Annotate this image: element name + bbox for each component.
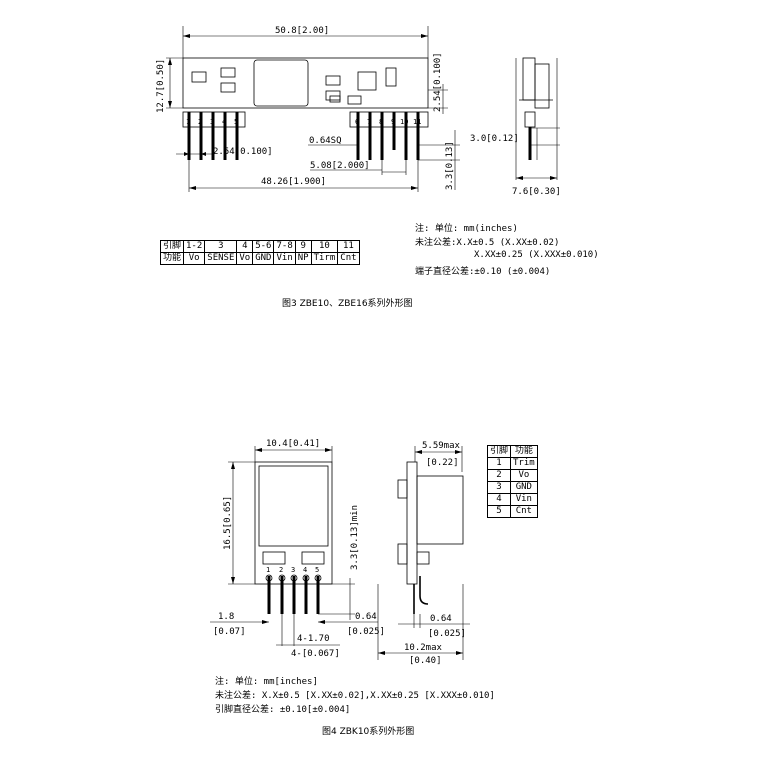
dim-pin-len: 3.3[0.13]min xyxy=(350,505,360,570)
dim-side-top: 3.0[0.12] xyxy=(470,134,519,144)
fig4-pin-1: 1 xyxy=(266,566,270,574)
table-cell: 引脚 xyxy=(159,240,185,253)
dim-pin-dia-inch: [0.025] xyxy=(347,627,385,637)
table-cell: Vin xyxy=(273,252,296,265)
fig4-pin-2: 2 xyxy=(279,566,283,574)
table-cell: 3 xyxy=(486,481,512,494)
pin-num-11: 11 xyxy=(413,118,421,126)
pin-num-6: 6 xyxy=(355,118,359,126)
fig3-note-3: X.XX±0.25 (X.XXX±0.010) xyxy=(474,250,599,260)
fig3-front-view: 50.8[2.00] 12.7[0.50] xyxy=(156,26,429,128)
fig3-note-1: 注: 单位: mm(inches) xyxy=(415,224,518,234)
fig3-note-2: 未注公差:X.X±0.5 (X.XX±0.02) xyxy=(415,238,560,248)
table-cell: Trim xyxy=(510,457,538,470)
fig3-side-view: 7.6[0.30] 3.0[0.12] xyxy=(470,57,561,197)
pin-num-4: 4 xyxy=(222,118,226,126)
dim-pin-dia: 0.64 xyxy=(355,612,377,622)
pin-num-10: 10 xyxy=(400,118,408,126)
fig4-pin-3: 3 xyxy=(291,566,295,574)
table-cell: 10 xyxy=(310,240,339,253)
table-cell: 4 xyxy=(486,493,512,506)
pin-num-1: 1 xyxy=(186,118,190,126)
dim-length: 50.8[2.00] xyxy=(275,26,329,36)
fig4-note-2: 未注公差: X.X±0.5 [X.XX±0.02],X.XX±0.25 [X.X… xyxy=(215,691,495,701)
table-cell: 1-2 xyxy=(183,240,206,253)
dim-side-max-inch: [0.22] xyxy=(426,458,459,468)
fig4-pin-4: 4 xyxy=(303,566,307,574)
table-cell: 5-6 xyxy=(252,240,275,253)
fig4-side-view: 5.59max [0.22] 0.64 [0.025] 10.2max [0.4… xyxy=(377,441,470,666)
table-cell: NP xyxy=(294,252,312,265)
fig4-pin-5: 5 xyxy=(315,566,319,574)
table-cell: 3 xyxy=(204,240,238,253)
table-cell: 7-8 xyxy=(273,240,296,253)
pin-num-3: 3 xyxy=(210,118,214,126)
fig3-pin-table: 引脚 1-2 3 4 5-6 7-8 9 10 11 功能 Vo SENSE V… xyxy=(159,240,360,265)
dim-left-in-inch: [0.07] xyxy=(213,627,246,637)
dim-side-pin: 0.64 xyxy=(430,614,452,624)
table-cell: Cnt xyxy=(510,505,538,518)
dim-height: 12.7[0.50] xyxy=(156,59,166,113)
table-cell: 功能 xyxy=(159,252,185,265)
dim-depth-inch: [0.40] xyxy=(409,656,442,666)
dim-span: 48.26[1.900] xyxy=(261,177,326,187)
table-cell: Vo xyxy=(510,469,538,482)
table-cell: 9 xyxy=(294,240,312,253)
fig3-dimensions: 2.54[0.100] 2.54[0.100] 0.64SQ 5.08[2.00… xyxy=(176,52,460,192)
dim-side-width: 7.6[0.30] xyxy=(512,187,561,197)
table-cell: 4 xyxy=(236,240,254,253)
table-cell: Tirm xyxy=(310,252,339,265)
table-cell: 2 xyxy=(486,469,512,482)
fig4-caption: 图4 ZBK10系列外形图 xyxy=(322,725,414,737)
dim-left-in: 1.8 xyxy=(218,612,234,622)
table-cell: Vo xyxy=(183,252,206,265)
pin-num-2: 2 xyxy=(198,118,202,126)
table-header: 引脚 xyxy=(486,445,512,458)
dim-width: 10.4[0.41] xyxy=(266,439,320,449)
table-cell: GND xyxy=(510,481,538,494)
table-header: 功能 xyxy=(510,445,538,458)
table-cell: Vo xyxy=(236,252,254,265)
table-cell: Cnt xyxy=(337,252,360,265)
table-row: 功能 Vo SENSE Vo GND Vin NP Tirm Cnt xyxy=(159,252,360,265)
table-row: 引脚 功能 xyxy=(486,445,538,458)
dim-depth: 10.2max xyxy=(404,643,443,653)
table-cell: SENSE xyxy=(204,252,238,265)
pin-num-5: 5 xyxy=(234,118,238,126)
dim-pitch-inch: 4-[0.067] xyxy=(291,649,340,659)
fig3-right-pins: 6 7 8 9 10 11 xyxy=(355,112,421,160)
dim-gap: 5.08[2.000] xyxy=(310,161,370,171)
pin-num-7: 7 xyxy=(367,118,371,126)
dim-side-bottom: 3.3[0.13] xyxy=(445,141,455,190)
dim-side-max: 5.59max xyxy=(422,441,461,451)
fig3-note-4: 端子直径公差:±0.10 (±0.004) xyxy=(415,267,551,277)
dim-pin-sq: 0.64SQ xyxy=(309,136,342,146)
dim-pitch: 4-1.70 xyxy=(297,634,330,644)
fig3-caption: 图3 ZBE10、ZBE16系列外形图 xyxy=(282,297,413,309)
fig4-note-1: 注: 单位: mm[inches] xyxy=(215,677,318,687)
dim-pitch-right: 2.54[0.100] xyxy=(433,52,443,112)
table-cell: 5 xyxy=(486,505,512,518)
table-row: 引脚 1-2 3 4 5-6 7-8 9 10 11 xyxy=(159,240,360,253)
table-cell: 11 xyxy=(337,240,360,253)
pin-num-8: 8 xyxy=(379,118,383,126)
table-cell: Vin xyxy=(510,493,538,506)
table-cell: GND xyxy=(252,252,275,265)
fig4-note-3: 引脚直径公差: ±0.10[±0.004] xyxy=(215,705,351,715)
fig4-front-view: 10.4[0.41] 16.5[0.65] 1 2 3 4 5 3.3[0.13… xyxy=(210,439,385,659)
dim-height-4: 16.5[0.65] xyxy=(223,496,233,550)
fig3-left-pins: 1 2 3 4 5 xyxy=(186,112,239,160)
dim-pitch-left: 2.54[0.100] xyxy=(213,147,273,157)
table-cell: 1 xyxy=(486,457,512,470)
pin-num-9: 9 xyxy=(391,118,395,126)
dim-side-pin-inch: [0.025] xyxy=(428,629,466,639)
